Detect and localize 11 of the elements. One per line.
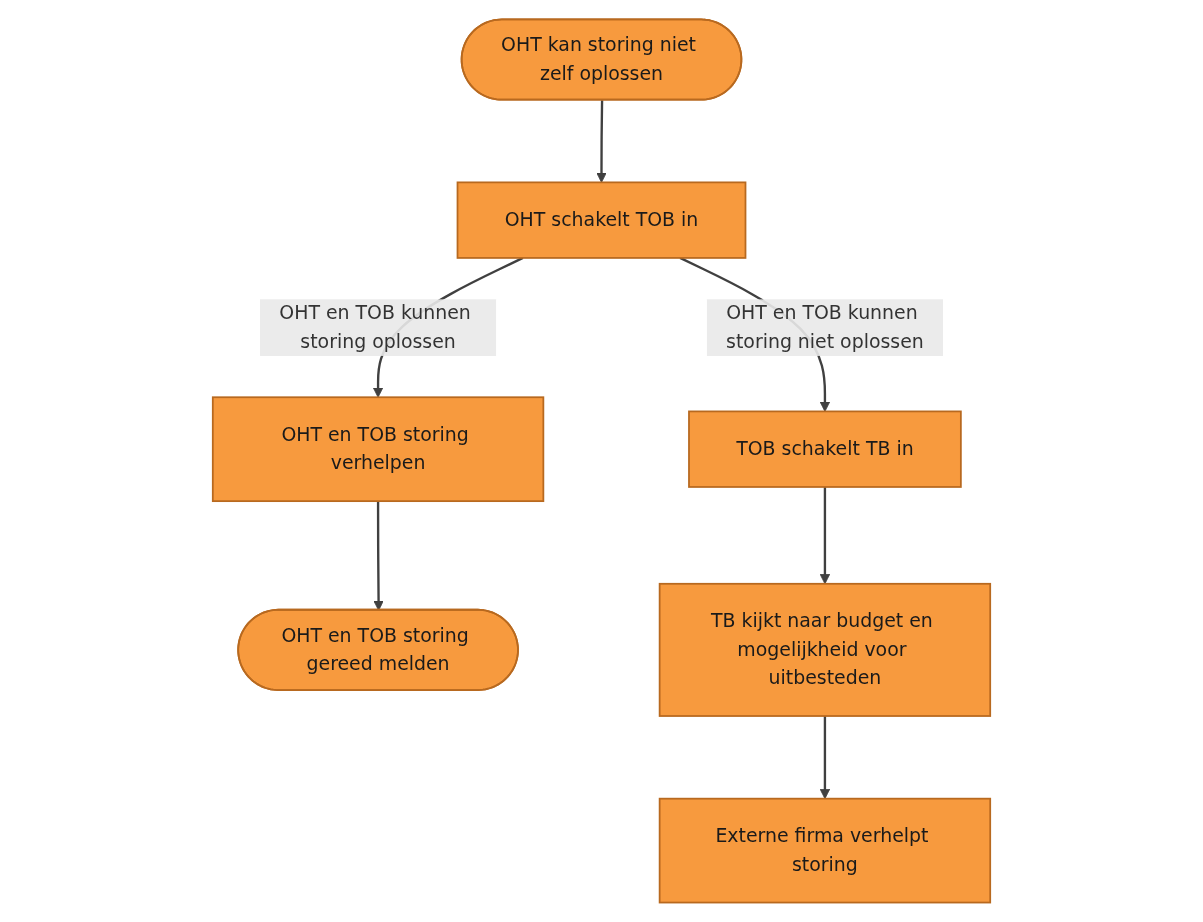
arrow [819,486,831,585]
node-box: Externe firma verhelpt storing [658,797,992,904]
node-box: TB kijkt naar budget en mogelijkheid voor uitbesteden [658,582,992,717]
edge-label: OHT en TOB kunnen storing oplossen [279,301,471,353]
node-box: OHT schakelt TOB in [456,181,747,259]
node-box: OHT en TOB storing verhelpen [211,396,545,503]
edge-label: OHT en TOB kunnen storing niet oplossen [726,301,924,353]
arrow [596,100,607,183]
node-box: TOB schakelt TB in [688,410,962,488]
arrow [373,501,384,611]
arrow [819,716,831,800]
